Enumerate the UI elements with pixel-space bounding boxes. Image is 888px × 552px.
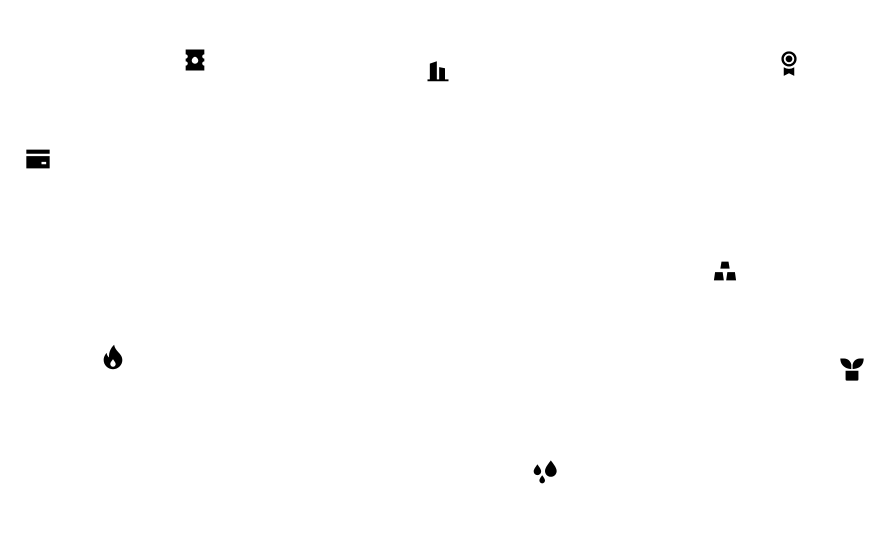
building-icon[interactable]: Building (424, 56, 452, 84)
fire-icon[interactable]: Fire (99, 343, 127, 371)
gold-bars-icon-glyph (713, 261, 737, 281)
award-medal-icon[interactable]: Award medal (775, 49, 803, 77)
potted-plant-icon[interactable]: Potted plant (838, 355, 866, 383)
ticket-icon-glyph (185, 49, 205, 71)
water-drops-icon-glyph (533, 460, 557, 484)
water-drops-label: Water drops (531, 486, 532, 487)
fire-icon-glyph (103, 344, 123, 370)
fire-label: Fire (99, 371, 100, 372)
potted-plant-icon-glyph (840, 358, 864, 381)
water-drops-icon[interactable]: Water drops (531, 458, 559, 486)
award-medal-icon-glyph (781, 51, 797, 76)
credit-card-icon-glyph (26, 149, 50, 169)
potted-plant-label: Potted plant (838, 383, 839, 384)
gold-bars-icon[interactable]: Gold bars (711, 257, 739, 285)
ticket-icon[interactable]: Ticket (181, 46, 209, 74)
building-icon-glyph (427, 61, 449, 82)
credit-card-icon[interactable]: Credit card (24, 145, 52, 173)
award-medal-label: Award medal (775, 77, 776, 78)
building-label: Building (424, 84, 425, 85)
gold-bars-label: Gold bars (711, 285, 712, 286)
credit-card-label: Credit card (24, 173, 25, 174)
ticket-label: Ticket (181, 74, 182, 75)
